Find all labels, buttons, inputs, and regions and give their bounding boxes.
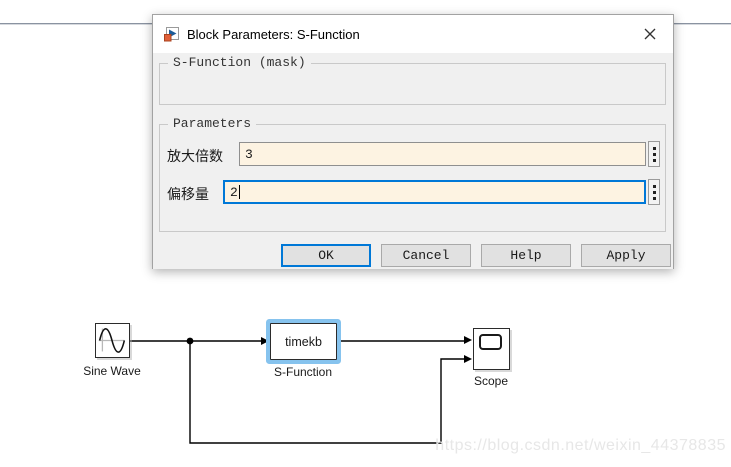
offset-field-label: 偏移量 <box>167 188 209 204</box>
parameters-group-label: Parameters <box>168 116 257 131</box>
text-caret <box>238 185 240 199</box>
help-button[interactable]: Help <box>481 244 571 267</box>
cancel-button[interactable]: Cancel <box>381 244 471 267</box>
arrowhead-scope-input2 <box>464 355 472 363</box>
gain-options-button[interactable] <box>648 141 660 167</box>
vertical-dots-icon <box>652 146 656 162</box>
apply-button[interactable]: Apply <box>581 244 671 267</box>
dialog-titlebar: Block Parameters: S-Function <box>153 15 673 53</box>
block-scope[interactable] <box>473 328 510 370</box>
scope-screen-icon <box>479 334 502 350</box>
block-sine-wave[interactable] <box>95 323 130 358</box>
ok-button[interactable]: OK <box>281 244 371 267</box>
offset-options-button[interactable] <box>648 179 660 205</box>
block-label-scope: Scope <box>473 374 509 388</box>
dialog-body: S-Function (mask) Parameters 放大倍数 3 偏移量 … <box>153 53 673 269</box>
block-label-sine-wave: Sine Wave <box>83 364 141 378</box>
block-parameters-dialog: Block Parameters: S-Function S-Function … <box>152 14 674 269</box>
block-label-s-function: S-Function <box>273 365 333 379</box>
offset-input-value: 2 <box>230 184 238 200</box>
gain-input[interactable]: 3 <box>239 142 646 166</box>
offset-input[interactable]: 2 <box>223 180 646 204</box>
close-icon <box>644 28 656 40</box>
vertical-dots-icon <box>652 184 656 200</box>
gain-input-value: 3 <box>245 146 253 162</box>
wire-branch-to-scope <box>189 341 464 444</box>
mask-description-group-label: S-Function (mask) <box>168 55 311 70</box>
simulink-block-icon <box>164 26 179 41</box>
block-s-function[interactable]: timekb <box>270 323 337 360</box>
mask-description-group: S-Function (mask) <box>159 55 666 105</box>
gain-field-label: 放大倍数 <box>167 150 223 166</box>
arrowhead-scope-input1 <box>464 336 472 344</box>
s-function-block-text: timekb <box>285 334 322 349</box>
watermark: https://blog.csdn.net/weixin_44378835 <box>435 437 726 454</box>
close-button[interactable] <box>635 20 665 48</box>
dialog-title: Block Parameters: S-Function <box>187 26 360 42</box>
sine-curve-icon <box>98 328 126 353</box>
arrowhead-sfunction-input <box>261 337 269 345</box>
parameters-group: Parameters <box>159 116 666 232</box>
